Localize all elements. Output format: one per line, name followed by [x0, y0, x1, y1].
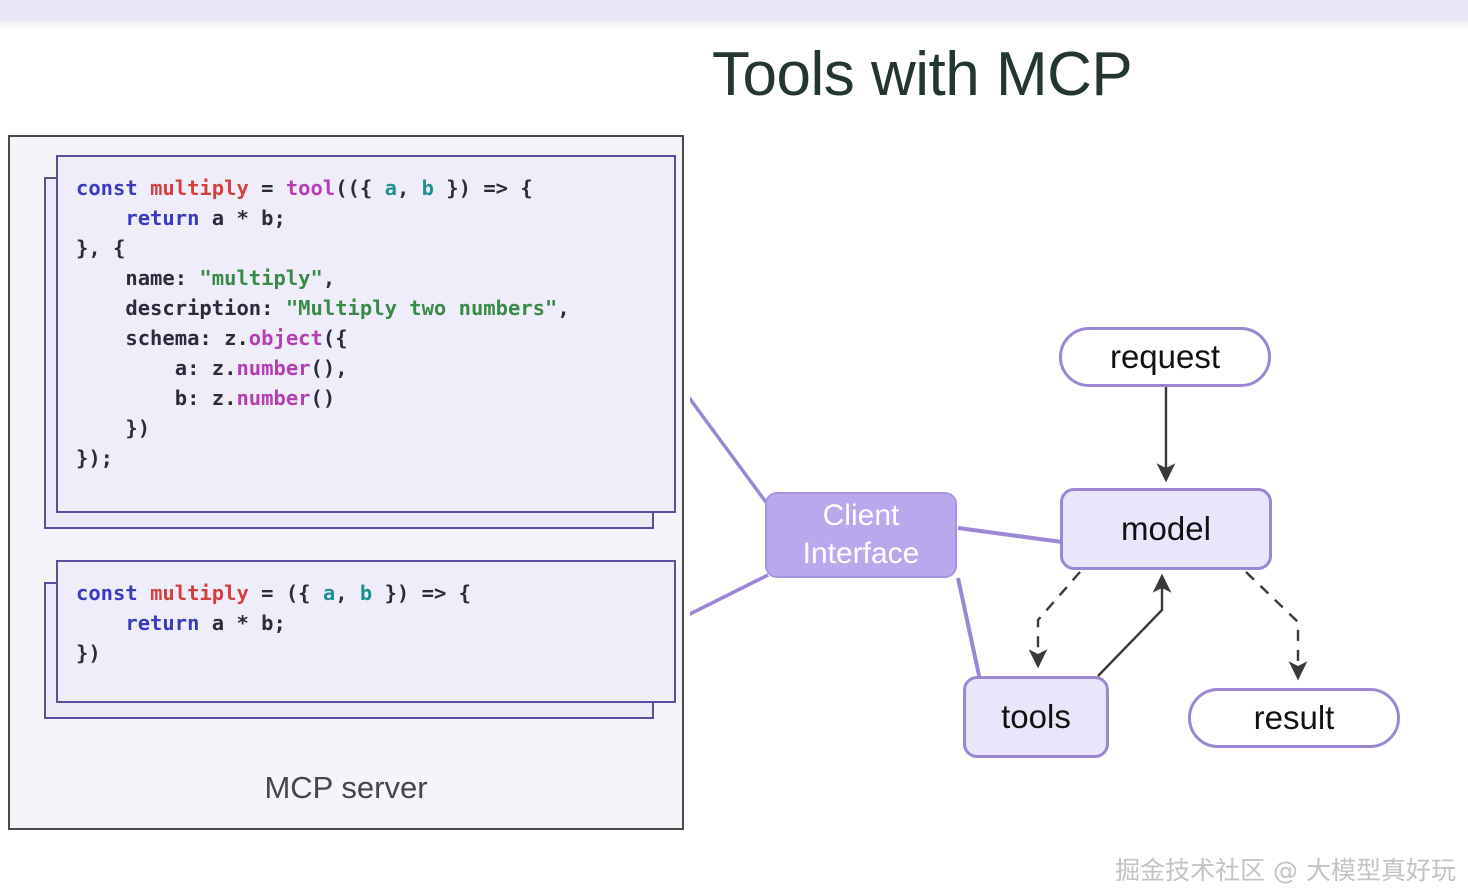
edge-model-to-result — [1245, 571, 1308, 681]
code-card-front[interactable]: const multiply = ({ a, b }) => { return … — [56, 560, 676, 703]
edge-client-to-model — [957, 526, 1063, 544]
diagram-node-model[interactable]: model — [1060, 488, 1272, 570]
edge-plaincode-to-client — [690, 573, 769, 616]
diagram-connectors — [690, 387, 1308, 681]
client-interface-label-line1: Client — [822, 499, 900, 532]
edge-model-to-tools — [1028, 571, 1081, 669]
code-card-front[interactable]: const multiply = tool(({ a, b }) => { re… — [56, 155, 676, 513]
diagram-node-result[interactable]: result — [1188, 688, 1400, 748]
mcp-server-label: MCP server — [264, 770, 428, 805]
edge-client-to-tools — [956, 577, 982, 681]
page-title: Tools with MCP — [712, 40, 1133, 109]
code-card-stack-plain-function: const multiply = ({ a, b }) => { return … — [36, 560, 676, 720]
code-block-tool-definition: const multiply = tool(({ a, b }) => { re… — [76, 176, 570, 470]
edge-tools-to-model — [1097, 573, 1172, 677]
diagram-node-request[interactable]: request — [1059, 327, 1271, 387]
diagram-node-tools[interactable]: tools — [963, 676, 1109, 758]
watermark: 掘金技术社区 @ 大模型真好玩 — [1115, 856, 1456, 885]
top-accent-strip — [0, 0, 1468, 20]
code-block-plain-function: const multiply = ({ a, b }) => { return … — [76, 581, 471, 665]
edge-toolcode-to-client — [690, 396, 770, 507]
diagram-node-client-interface[interactable]: Client Interface — [765, 492, 957, 578]
code-card-stack-tool-definition: const multiply = tool(({ a, b }) => { re… — [36, 155, 676, 530]
client-interface-label-line2: Interface — [802, 537, 920, 570]
top-accent-fade — [0, 20, 1468, 30]
